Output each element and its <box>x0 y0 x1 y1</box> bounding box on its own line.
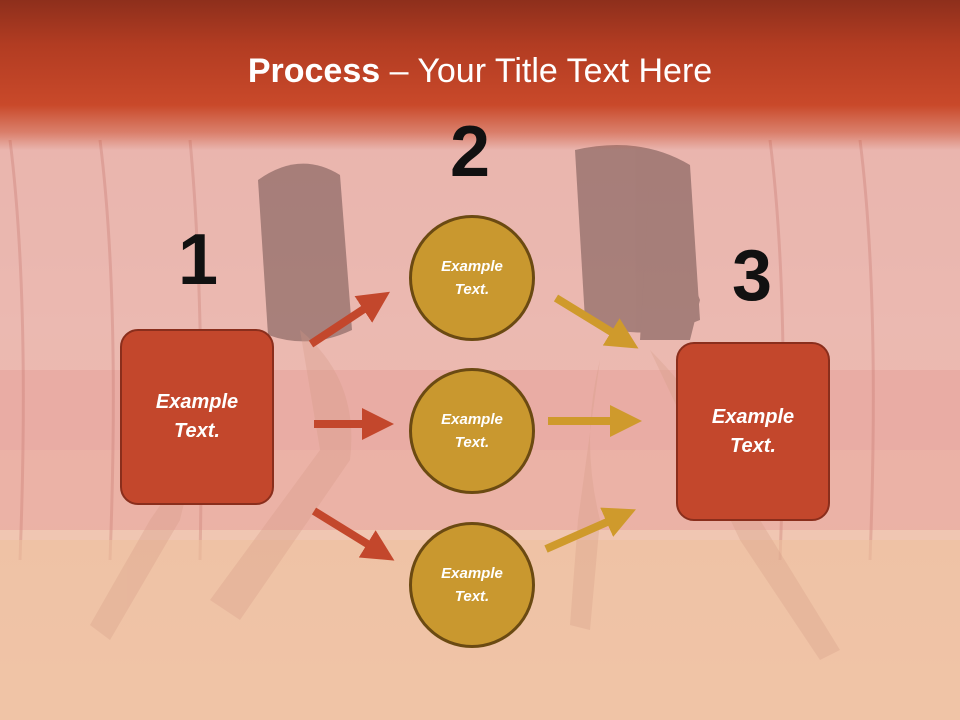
circle-top: Example Text. <box>409 215 535 341</box>
circle-top-text: Example Text. <box>441 258 503 298</box>
step-number-3: 3 <box>732 236 773 316</box>
right-box: Example Text. <box>676 342 830 521</box>
step-number-1: 1 <box>178 220 219 300</box>
circle-bottom: Example Text. <box>409 522 535 648</box>
title-band <box>0 0 960 150</box>
left-box-text: Example Text. <box>155 391 239 442</box>
title-rest: – Your Title Text Here <box>380 52 713 90</box>
slide-title: Process – Your Title Text Here <box>0 52 960 91</box>
step-number-2: 2 <box>450 112 491 192</box>
circle-middle-text: Example Text. <box>441 411 503 451</box>
left-box: Example Text. <box>120 329 274 505</box>
circle-bottom-text: Example Text. <box>441 565 503 605</box>
title-strong: Process <box>247 52 381 90</box>
circle-middle: Example Text. <box>409 368 535 494</box>
right-box-text: Example Text. <box>711 405 795 457</box>
